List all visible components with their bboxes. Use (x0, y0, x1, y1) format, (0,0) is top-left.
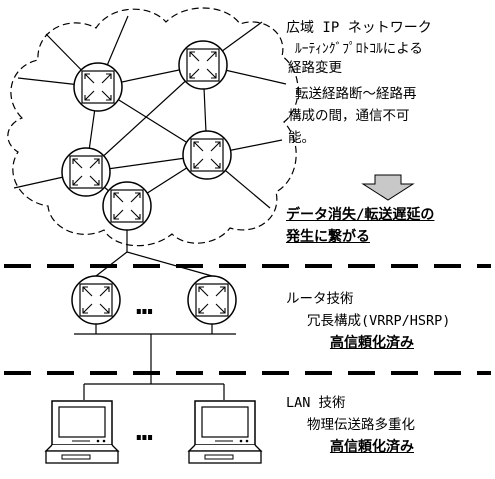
routing-protocol-text: ﾙｰﾃｨﾝｸﾞﾌﾟﾛﾄｺﾙによる (295, 41, 423, 57)
lan-tech-method: 物理伝送路多重化 (307, 417, 415, 433)
wan-title: 広域 IP ネットワーク (286, 20, 432, 36)
lan-tech-status: 高信頼化済み (330, 439, 414, 455)
pc-icon (188, 400, 262, 464)
router-tech-status: 高信頼化済み (330, 335, 414, 351)
pc-icon (45, 400, 119, 464)
router-icon (102, 181, 152, 231)
router-icon (71, 275, 121, 325)
pc-ellipsis: … (136, 414, 153, 447)
router-icon (187, 275, 237, 325)
down-arrow-icon (361, 174, 415, 201)
consequence-text: 発生に繋がる (286, 229, 370, 245)
wan-links (13, 15, 287, 252)
interruption-text: 構成の間，通信不可 (288, 108, 410, 124)
router-ellipsis: … (136, 288, 153, 321)
wan-cloud (7, 7, 299, 247)
router-icon (178, 40, 228, 90)
interruption-text: 転送経路断～経路再 (295, 86, 417, 102)
router-icon (73, 62, 123, 112)
router-tech-title: ルータ技術 (286, 291, 354, 307)
lan-tech-title: LAN 技術 (286, 395, 346, 411)
consequence-text: データ消失/転送遅延の (286, 207, 435, 223)
router-icon (61, 147, 111, 197)
router-layer-links (74, 251, 236, 400)
router-tech-method: 冗長構成(VRRP/HSRP) (307, 313, 451, 329)
interruption-text: 能。 (288, 130, 315, 146)
routing-protocol-text: 経路変更 (288, 60, 342, 76)
router-icon (182, 130, 232, 180)
